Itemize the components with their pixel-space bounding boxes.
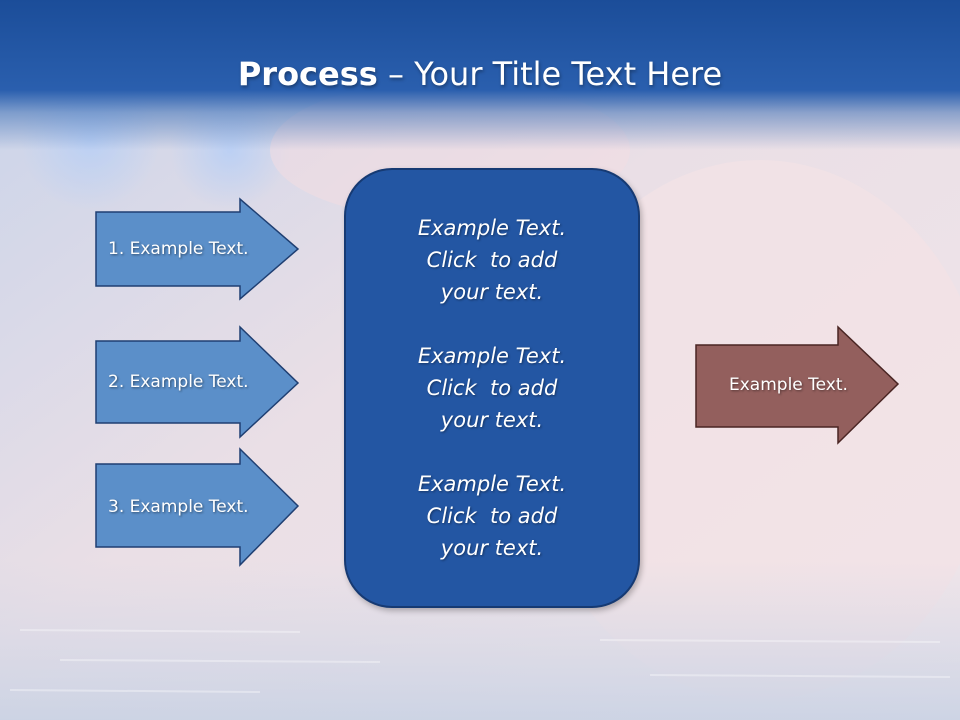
- left-arrow-1-shape: [95, 197, 300, 301]
- title-bar: [0, 0, 960, 150]
- right-arrow[interactable]: Example Text.: [695, 325, 900, 445]
- left-arrow-3-shape: [95, 447, 300, 567]
- title-rest: Your Title Text Here: [414, 55, 723, 93]
- slide-title[interactable]: Process – Your Title Text Here: [0, 52, 960, 96]
- title-separator: –: [377, 55, 415, 93]
- left-arrow-2-label: 2. Example Text.: [108, 372, 249, 392]
- left-arrow-3[interactable]: 3. Example Text.: [95, 447, 300, 567]
- center-block-2-line3: your text.: [440, 408, 544, 432]
- center-block-2-line2: Click to add: [426, 376, 558, 400]
- center-text-box[interactable]: Example Text. Click to add your text. Ex…: [344, 168, 640, 608]
- title-bold: Process: [237, 55, 378, 93]
- center-block-3-line1: Example Text.: [417, 472, 567, 496]
- center-block-1-line2: Click to add: [426, 248, 558, 272]
- left-arrow-2-shape: [95, 325, 300, 439]
- left-arrow-2[interactable]: 2. Example Text.: [95, 325, 300, 439]
- center-block-3-line2: Click to add: [426, 504, 558, 528]
- center-block-1: Example Text. Click to add your text.: [418, 212, 566, 308]
- right-arrow-shape: [695, 325, 900, 445]
- center-block-2-line1: Example Text.: [417, 344, 567, 368]
- center-block-1-line1: Example Text.: [417, 216, 567, 240]
- left-arrow-1[interactable]: 1. Example Text.: [95, 197, 300, 301]
- center-block-2: Example Text. Click to add your text.: [418, 340, 566, 436]
- center-block-3: Example Text. Click to add your text.: [418, 468, 566, 564]
- left-arrow-3-label: 3. Example Text.: [108, 497, 249, 517]
- center-block-3-line3: your text.: [440, 536, 544, 560]
- center-block-1-line3: your text.: [440, 280, 544, 304]
- left-arrow-1-label: 1. Example Text.: [108, 239, 249, 259]
- right-arrow-label: Example Text.: [729, 375, 848, 395]
